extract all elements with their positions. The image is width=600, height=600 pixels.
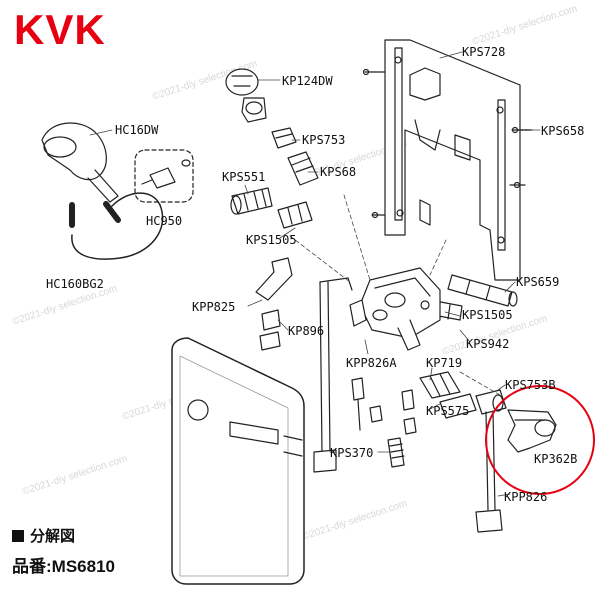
part-label-hc160bg2: HC160BG2 bbox=[46, 277, 104, 291]
lever-handle-part bbox=[507, 409, 557, 453]
highlight-circle bbox=[485, 385, 595, 495]
supply-pipe-part bbox=[475, 411, 503, 533]
part-label-kp896: KP896 bbox=[288, 324, 325, 338]
part-label-kps658: KPS658 bbox=[541, 124, 585, 138]
shower-hose-part bbox=[69, 192, 164, 260]
part-label-kpp826a: KPP826A bbox=[346, 356, 397, 370]
part-label-kps68: KPS68 bbox=[320, 165, 357, 179]
part-label-kp362b: KP362B bbox=[534, 452, 578, 466]
part-label-kps551: KPS551 bbox=[222, 170, 266, 184]
part-label-kps1505-lower: KPS1505 bbox=[462, 308, 513, 322]
part-label-kps1505-upper: KPS1505 bbox=[246, 233, 297, 247]
stop-valve-part bbox=[351, 377, 417, 468]
part-label-hc950: HC950 bbox=[146, 214, 183, 228]
hand-shower-part bbox=[41, 122, 119, 203]
title-square-icon bbox=[12, 530, 24, 542]
fitting-part bbox=[287, 151, 319, 186]
fitting-part bbox=[230, 187, 273, 215]
cartridge-part bbox=[419, 371, 477, 419]
leader-lines bbox=[89, 51, 541, 497]
model-number: 品番:MS6810 bbox=[12, 552, 115, 577]
fitting-part bbox=[475, 389, 507, 415]
cap-part bbox=[225, 68, 267, 123]
part-label-kpp826: KPP826 bbox=[504, 490, 548, 504]
part-label-kp124dw: KP124DW bbox=[282, 74, 333, 88]
part-label-kps370: KPS370 bbox=[330, 446, 374, 460]
model-number-value: MS6810 bbox=[51, 557, 115, 576]
model-number-label: 品番: bbox=[12, 557, 52, 576]
fitting-part bbox=[271, 127, 297, 149]
tube-part bbox=[277, 201, 313, 229]
part-label-kps659: KPS659 bbox=[516, 275, 560, 289]
supply-pipe-part bbox=[313, 277, 353, 473]
elbow-part bbox=[255, 257, 293, 351]
tube-part bbox=[447, 274, 518, 307]
screw-part bbox=[362, 68, 533, 219]
part-label-kp719: KP719 bbox=[426, 356, 463, 370]
cover-panel-part bbox=[171, 337, 305, 585]
valve-body-part bbox=[349, 267, 441, 351]
mounting-bracket-part bbox=[384, 39, 521, 281]
diagram-title: 分解図 bbox=[12, 525, 75, 546]
part-label-kps753b: KPS753B bbox=[505, 378, 556, 392]
part-label-kps575: KPS575 bbox=[426, 404, 470, 418]
part-label-kps728: KPS728 bbox=[462, 45, 506, 59]
diagram-title-text: 分解図 bbox=[30, 528, 76, 545]
part-label-kps753: KPS753 bbox=[302, 133, 346, 147]
brand-logo: KVK bbox=[14, 6, 106, 53]
part-label-hc16dw: HC16DW bbox=[115, 123, 159, 137]
part-label-kps942: KPS942 bbox=[466, 337, 510, 351]
hc950-box bbox=[134, 149, 194, 203]
part-label-kpp825: KPP825 bbox=[192, 300, 236, 314]
